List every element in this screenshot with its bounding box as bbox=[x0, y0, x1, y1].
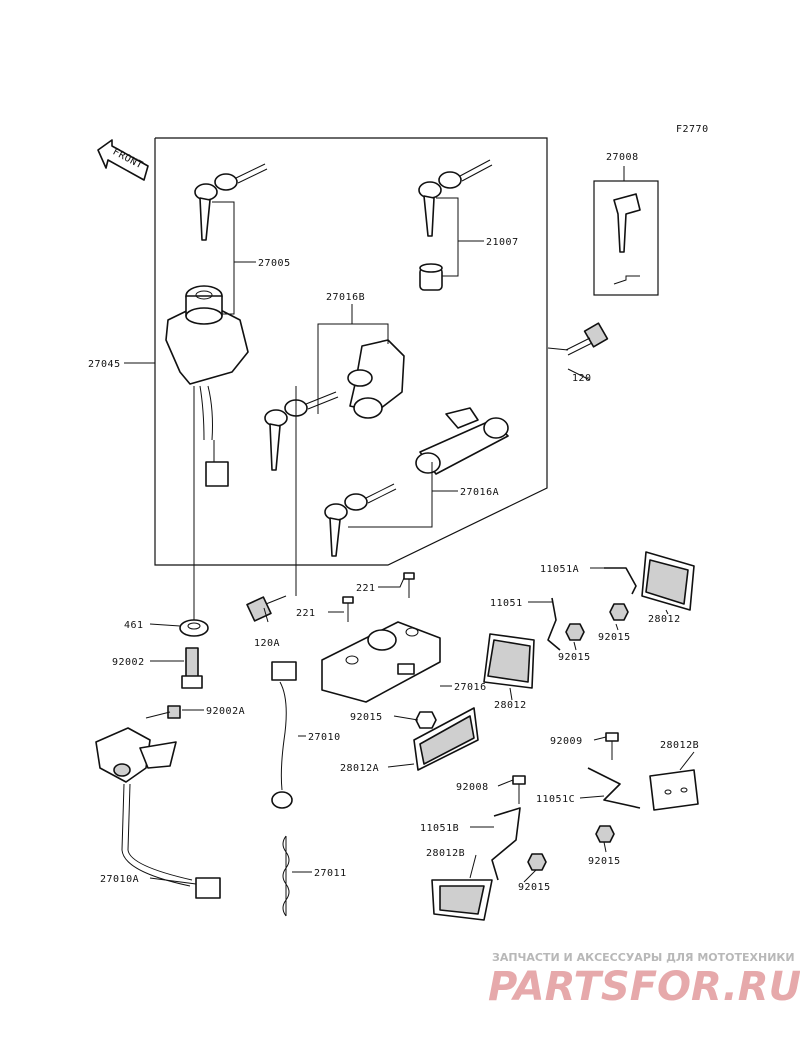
front-arrow-icon: FRONT bbox=[97, 139, 149, 181]
label-92015-a: 92015 bbox=[598, 632, 631, 643]
label-92015-c: 92015 bbox=[350, 712, 383, 723]
washer-icon bbox=[179, 619, 209, 637]
label-92015-b: 92015 bbox=[558, 652, 591, 663]
bolt-120A-icon bbox=[246, 595, 287, 622]
key-blank-card-icon bbox=[593, 180, 659, 296]
set-frame bbox=[154, 137, 548, 566]
label-221-b: 221 bbox=[296, 608, 316, 619]
label-11051C: 11051C bbox=[536, 794, 575, 805]
watermark-logo: PARTSFOR.RU bbox=[488, 964, 800, 1010]
label-27010A: 27010A bbox=[100, 874, 139, 885]
lock-bracket-icon bbox=[321, 621, 441, 703]
label-21007: 21007 bbox=[486, 237, 519, 248]
watermark-tagline: ЗАПЧАСТИ И АКСЕССУАРЫ ДЛЯ МОТОТЕХНИКИ bbox=[492, 951, 795, 964]
label-27008: 27008 bbox=[606, 152, 639, 163]
spare-key-icon bbox=[418, 159, 493, 237]
bolt-120-icon bbox=[565, 322, 609, 356]
bracket-11051B-icon bbox=[491, 807, 547, 881]
label-28012-top: 28012 bbox=[648, 614, 681, 625]
label-27010: 27010 bbox=[308, 732, 341, 743]
label-92009: 92009 bbox=[550, 736, 583, 747]
reflector-middle-icon bbox=[483, 633, 535, 689]
label-92015-e: 92015 bbox=[518, 882, 551, 893]
ignition-key-icon bbox=[194, 163, 268, 241]
seat-lock-icon bbox=[347, 339, 405, 419]
label-11051: 11051 bbox=[490, 598, 523, 609]
bolt-92002-icon bbox=[181, 647, 203, 689]
label-27016A: 27016A bbox=[460, 487, 499, 498]
bracket-11051A-icon bbox=[604, 567, 637, 621]
label-92002A: 92002A bbox=[206, 706, 245, 717]
screw-92009-icon bbox=[605, 732, 619, 760]
helmet-lock-key-icon bbox=[324, 483, 397, 557]
reflector-28012A-icon bbox=[413, 707, 479, 771]
label-28012A: 28012A bbox=[340, 763, 379, 774]
screw-92008-icon bbox=[512, 775, 526, 804]
seat-switch-icon bbox=[271, 661, 297, 809]
spring-icon bbox=[282, 835, 290, 917]
label-11051A: 11051A bbox=[540, 564, 579, 575]
nut-center-icon bbox=[415, 711, 437, 729]
bracket-11051C-icon bbox=[587, 767, 641, 843]
label-120A: 120A bbox=[254, 638, 280, 649]
ignition-switch-icon bbox=[165, 285, 249, 487]
figure-code: F2770 bbox=[676, 124, 709, 135]
helmet-lock-cylinder-icon bbox=[415, 407, 509, 475]
label-28012B-bottom: 28012B bbox=[426, 848, 465, 859]
label-120: 120 bbox=[572, 373, 592, 384]
seat-lock-key-icon bbox=[264, 391, 339, 471]
label-28012-mid: 28012 bbox=[494, 700, 527, 711]
reflector-28012B-bottom-icon bbox=[431, 879, 493, 921]
label-92002: 92002 bbox=[112, 657, 145, 668]
label-27016: 27016 bbox=[454, 682, 487, 693]
label-27016B: 27016B bbox=[326, 292, 365, 303]
reflector-28012B-top-icon bbox=[649, 769, 699, 811]
label-92015-d: 92015 bbox=[588, 856, 621, 867]
label-28012B-top: 28012B bbox=[660, 740, 699, 751]
label-27011: 27011 bbox=[314, 868, 347, 879]
screw-221-a-icon bbox=[403, 572, 415, 598]
leader-lines bbox=[124, 166, 695, 885]
reflector-top-icon bbox=[641, 551, 695, 611]
label-27005: 27005 bbox=[258, 258, 291, 269]
screw-92002A-icon bbox=[145, 705, 181, 719]
bracket-11051-icon bbox=[547, 597, 585, 651]
label-221-a: 221 bbox=[356, 583, 376, 594]
label-27045: 27045 bbox=[88, 359, 121, 370]
label-461: 461 bbox=[124, 620, 144, 631]
screw-221-b-icon bbox=[342, 596, 354, 622]
label-11051B: 11051B bbox=[420, 823, 459, 834]
lock-cap-icon bbox=[419, 263, 443, 291]
kill-switch-icon bbox=[95, 727, 221, 899]
label-92008: 92008 bbox=[456, 782, 489, 793]
